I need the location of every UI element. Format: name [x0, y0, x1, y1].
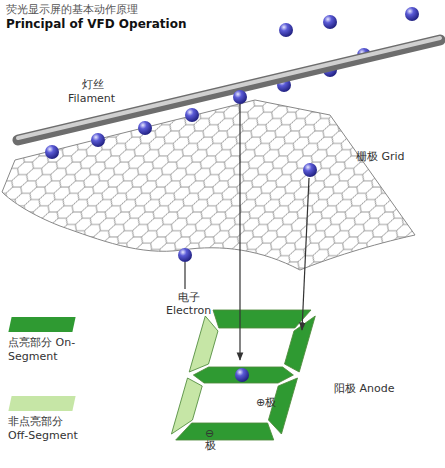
- electron-path: [302, 178, 309, 330]
- part-label: Electron: [166, 304, 211, 318]
- anode-segments: [170, 310, 317, 440]
- subtitle: Principal of VFD Operation: [6, 17, 186, 32]
- legend-swatch: [8, 396, 75, 411]
- legend-text: 点亮部分 On-Segment: [8, 336, 86, 364]
- part-label: 栅极 Grid: [356, 150, 405, 164]
- title: 荧光显示屏的基本动作原理: [6, 3, 138, 17]
- polarity-label: ⊖极: [205, 428, 216, 452]
- legend-text: 非点亮部分 Off-Segment: [8, 415, 86, 443]
- polarity-label: ⊕极: [256, 396, 276, 410]
- electrons: [178, 90, 317, 382]
- electron-path: [239, 104, 240, 360]
- part-label: 电子: [178, 291, 200, 305]
- part-label: 灯丝: [82, 78, 104, 92]
- electron-path: [184, 262, 185, 289]
- legend-swatch: [8, 317, 75, 332]
- part-label: Filament: [68, 92, 115, 106]
- part-label: 阳极 Anode: [334, 382, 394, 396]
